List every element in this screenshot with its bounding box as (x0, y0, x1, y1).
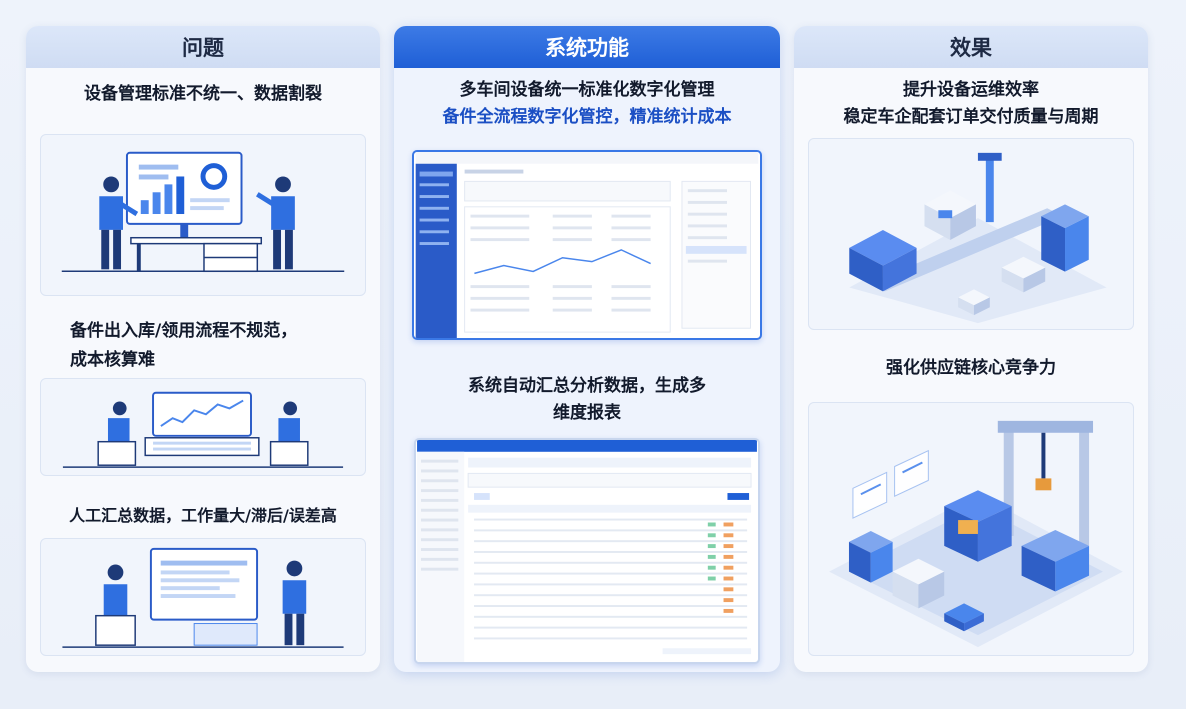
problem-title: 问题 (26, 26, 380, 68)
problem-column: 问题 设备管理标准不统一、数据割裂 (26, 26, 380, 672)
function-column: 系统功能 多车间设备统一标准化数字化管理 备件全流程数字化管控，精准统计成本 (394, 26, 780, 672)
function-3-text: 系统自动汇总分析数据，生成多 (468, 376, 706, 396)
device-management-screenshot (412, 150, 762, 340)
problem-2-text-line2: 成本核算难 (70, 350, 155, 370)
effect-2-text: 稳定车企配套订单交付质量与周期 (843, 107, 1099, 127)
function-3-text-line2: 维度报表 (553, 403, 621, 423)
factory-line-illustration (808, 138, 1134, 330)
function-1-text: 多车间设备统一标准化数字化管理 (459, 80, 715, 100)
function-title: 系统功能 (394, 26, 780, 68)
effect-1-text: 提升设备运维效率 (903, 80, 1039, 100)
effect-3-text: 强化供应链核心竞争力 (886, 358, 1056, 378)
effect-title: 效果 (794, 26, 1148, 68)
report-screenshot (414, 438, 760, 664)
problem-3-text: 人工汇总数据，工作量大/滞后/误差高 (69, 506, 337, 525)
function-2-text: 备件全流程数字化管控，精准统计成本 (442, 107, 732, 127)
problem-1-text: 设备管理标准不统一、数据割裂 (84, 84, 322, 104)
effect-column: 效果 提升设备运维效率 稳定车企配套订单交付质量与周期 (794, 26, 1148, 672)
inventory-illustration (40, 378, 366, 476)
problem-2-text: 备件出入库/领用流程不规范， (70, 321, 298, 341)
manual-summary-illustration (40, 538, 366, 656)
supply-chain-illustration (808, 402, 1134, 656)
meeting-illustration (40, 134, 366, 296)
